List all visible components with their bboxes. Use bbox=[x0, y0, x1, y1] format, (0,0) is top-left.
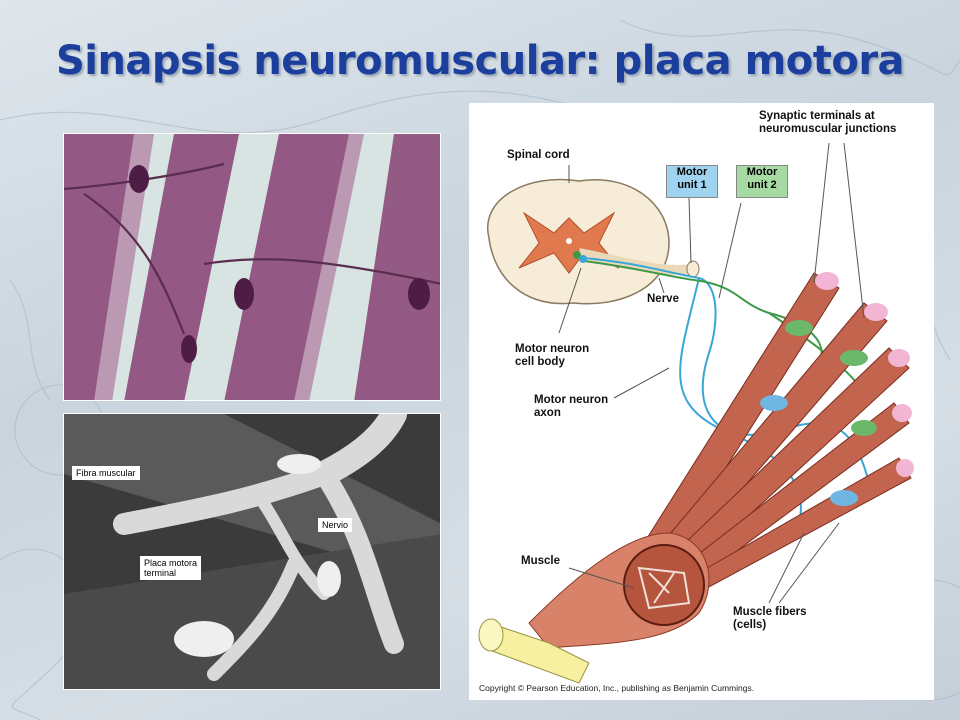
label-muscle: Muscle bbox=[521, 555, 560, 567]
histology-image bbox=[64, 134, 440, 400]
label-synaptic-terminals: Synaptic terminals at neuromuscular junc… bbox=[759, 110, 897, 135]
motor-unit-diagram: Spinal cord Motor unit 1 Motor unit 2 Sy… bbox=[469, 103, 934, 700]
label-nerve: Nerve bbox=[647, 293, 679, 305]
label-spinal-cord: Spinal cord bbox=[507, 149, 570, 161]
label-nervio: Nervio bbox=[318, 518, 353, 532]
label-motor-neuron-cell-body: Motor neuron cell body bbox=[515, 343, 590, 368]
histology-micrograph bbox=[63, 133, 441, 401]
diagram-artwork bbox=[478, 142, 914, 684]
label-placa-motora: Placa motora terminal bbox=[140, 556, 202, 580]
label-fibra-muscular: Fibra muscular bbox=[72, 466, 140, 480]
label-muscle-fibers: Muscle fibers (cells) bbox=[733, 606, 807, 631]
slide-title: Sinapsis neuromuscular: placa motora bbox=[55, 38, 905, 84]
sem-micrograph: Fibra muscular Nervio Placa motora termi… bbox=[63, 413, 441, 690]
label-motor-unit-1: Motor unit 1 bbox=[666, 165, 718, 198]
sem-image bbox=[64, 414, 440, 689]
label-motor-unit-2: Motor unit 2 bbox=[736, 165, 788, 198]
label-motor-neuron-axon: Motor neuron axon bbox=[534, 394, 609, 419]
copyright-notice: Copyright © Pearson Education, Inc., pub… bbox=[479, 683, 755, 693]
